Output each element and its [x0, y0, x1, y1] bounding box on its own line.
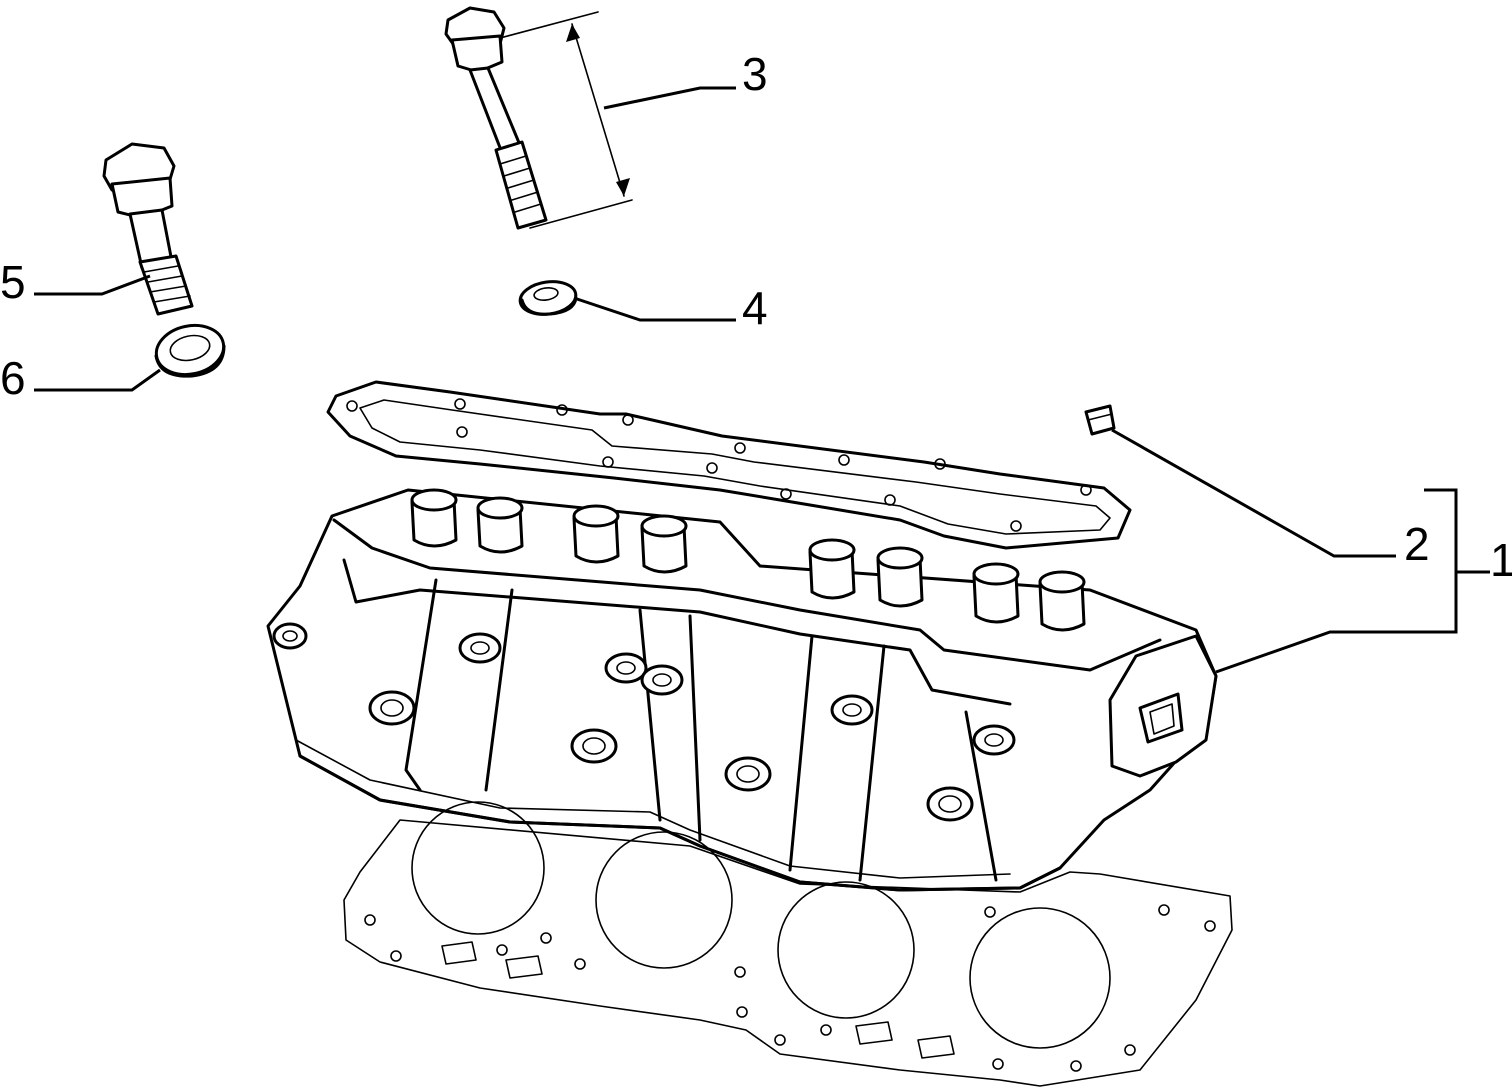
leader-lines	[34, 86, 1490, 674]
tappet	[640, 514, 688, 574]
callout-6: 6	[0, 352, 26, 404]
bolt-length-dimension	[499, 11, 633, 229]
thick-washer[interactable]	[152, 319, 228, 380]
tappet	[572, 504, 620, 564]
leader-6	[34, 368, 161, 392]
leader-5	[34, 274, 151, 296]
leader-3	[603, 86, 736, 110]
callout-1: 1	[1490, 534, 1512, 586]
tappet	[972, 562, 1020, 624]
small-washer[interactable]	[518, 278, 578, 317]
callout-4: 4	[742, 282, 768, 334]
bracket-2-1	[1215, 488, 1458, 674]
plug[interactable]	[1084, 404, 1116, 436]
tappet	[1038, 570, 1086, 632]
callout-2: 2	[1404, 518, 1430, 570]
valve-tappets	[410, 488, 1086, 632]
tappet	[876, 546, 924, 608]
leader-4	[573, 296, 736, 322]
short-head-bolt[interactable]	[102, 142, 194, 316]
tappet	[808, 538, 856, 600]
long-head-bolt[interactable]	[444, 6, 548, 230]
callout-5: 5	[0, 256, 26, 308]
callout-labels: 3 4 5 6 2 1	[0, 48, 1512, 586]
callout-3: 3	[742, 48, 768, 100]
cylinder-head[interactable]	[266, 488, 1218, 892]
rocker-cover-gasket	[326, 380, 1132, 550]
tappet	[410, 488, 458, 548]
leader-2	[1111, 428, 1396, 558]
tappet	[476, 496, 524, 554]
head-gasket	[343, 801, 1233, 1087]
